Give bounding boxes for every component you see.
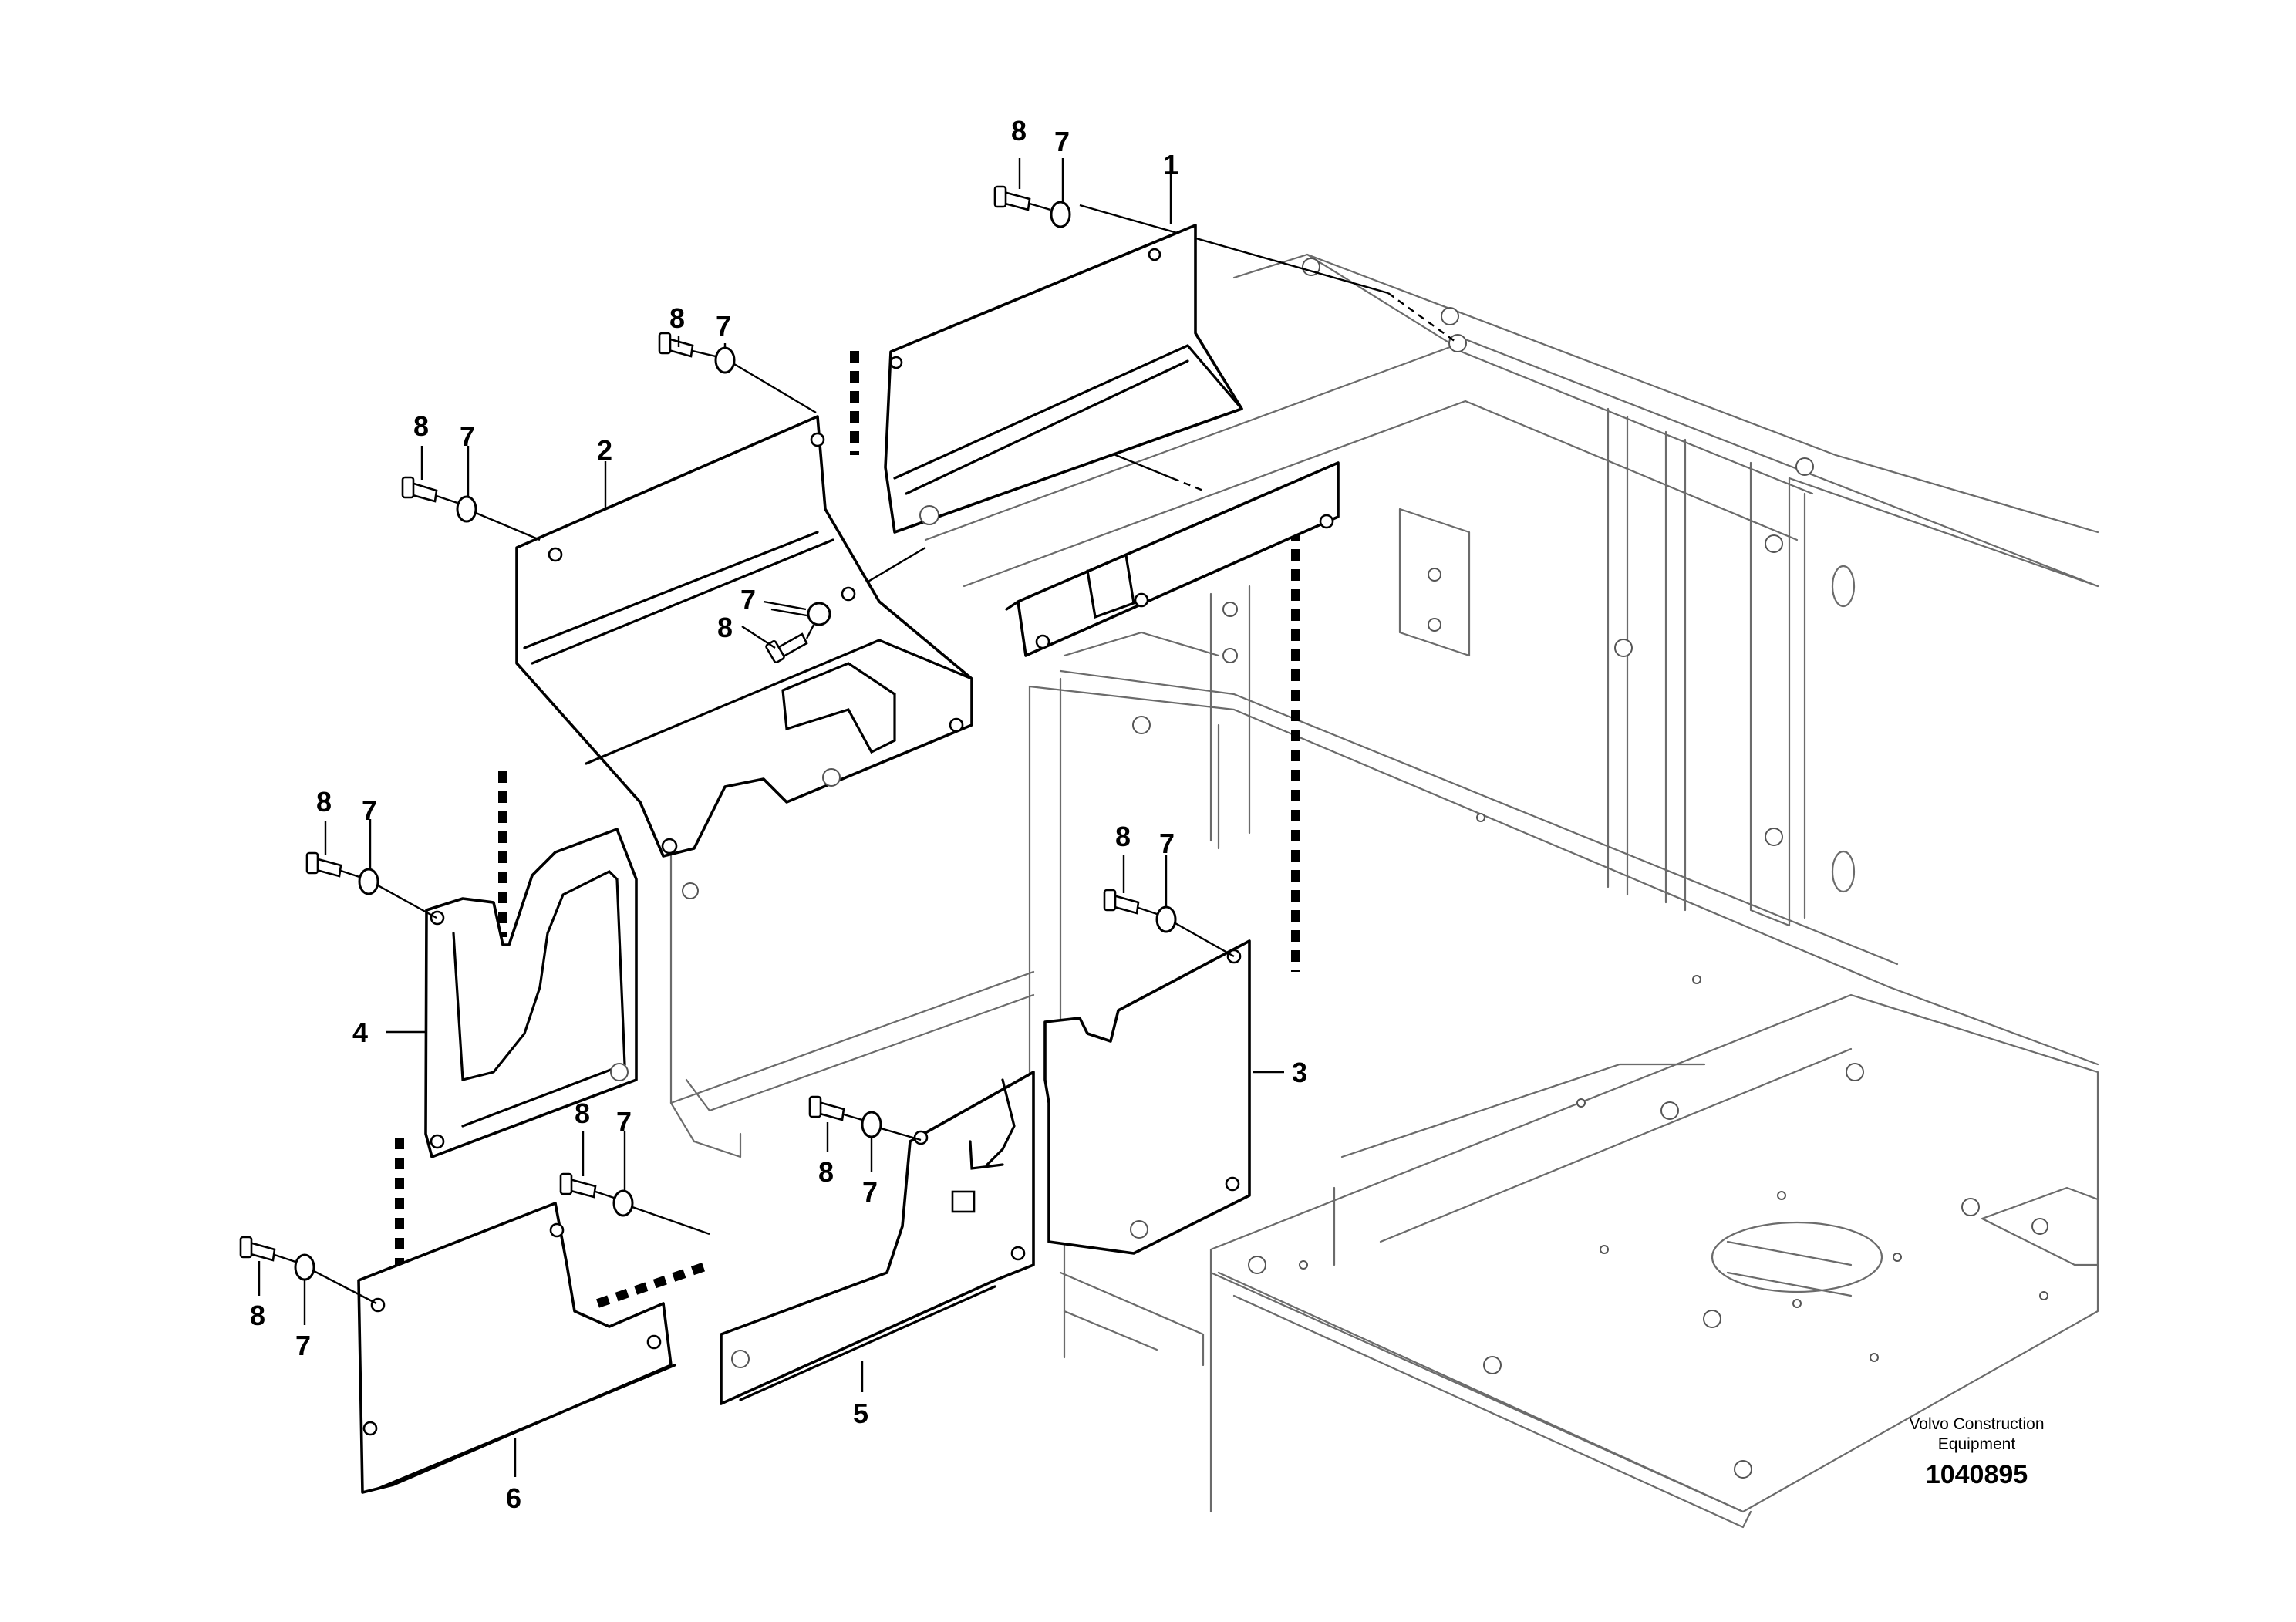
screw-washer-set-d: [765, 602, 831, 663]
part-3-panel: [1043, 939, 1251, 1255]
callout-washer: 7: [362, 794, 377, 826]
callout-screw: 8: [1011, 115, 1027, 147]
part-1-panel: [884, 224, 1243, 534]
callout-screw: 8: [413, 410, 429, 442]
callout-screw: 8: [669, 302, 685, 334]
reference-number: 1040895: [1926, 1460, 2028, 1489]
callout-washer: 7: [862, 1176, 878, 1208]
part-4-panel: [424, 828, 638, 1158]
callout-screw: 8: [250, 1300, 265, 1331]
callout-washer: 7: [1159, 828, 1175, 859]
callout-screw: 8: [717, 612, 733, 643]
part-5-panel: [720, 1071, 1035, 1405]
screw-washer-set-b: [658, 332, 817, 414]
part-2-panel: [515, 415, 973, 858]
callout-part-3: 3: [1292, 1057, 1307, 1088]
screw-washer-set-e: [305, 851, 437, 919]
callout-screw: 8: [818, 1156, 834, 1188]
brand-line-1: Volvo Construction: [1909, 1415, 2044, 1433]
callout-part-2: 2: [597, 434, 612, 466]
screw-washer-set-a: [993, 185, 1071, 228]
callout-part-4: 4: [352, 1017, 368, 1048]
callout-washer: 7: [716, 310, 731, 342]
screw-washer-set-i: [239, 1236, 377, 1305]
callout-part-1: 1: [1163, 149, 1178, 180]
callout-washer: 7: [616, 1106, 632, 1138]
screw-washer-set-g: [808, 1095, 922, 1141]
callout-washer: 7: [740, 584, 756, 615]
callout-washer: 7: [295, 1330, 311, 1361]
callout-washer: 7: [460, 420, 475, 452]
part-6-panel: [357, 1202, 676, 1494]
part-1-bracket: [1005, 461, 1340, 657]
callout-part-5: 5: [853, 1398, 868, 1429]
callout-screw: 8: [1115, 821, 1131, 852]
callout-labels: 1 2 3 4 5 6 8 7 8 7 8 7 7 8 8 7 8 7 8 7 …: [250, 115, 1307, 1514]
screw-washer-set-f: [1103, 889, 1235, 958]
callout-leaders: [258, 158, 1284, 1477]
brand-line-2: Equipment: [1938, 1435, 2016, 1453]
callout-screw: 8: [575, 1098, 590, 1129]
callout-part-6: 6: [506, 1482, 521, 1514]
machine-frame: [669, 253, 2099, 1529]
screw-washer-set-h: [559, 1172, 710, 1236]
screw-washer-set-c: [401, 476, 541, 541]
footer: Volvo Construction Equipment 1040895: [1909, 1415, 2044, 1489]
callout-washer: 7: [1054, 126, 1070, 157]
fastener-sets: [239, 185, 1235, 1305]
callout-screw: 8: [316, 786, 332, 818]
